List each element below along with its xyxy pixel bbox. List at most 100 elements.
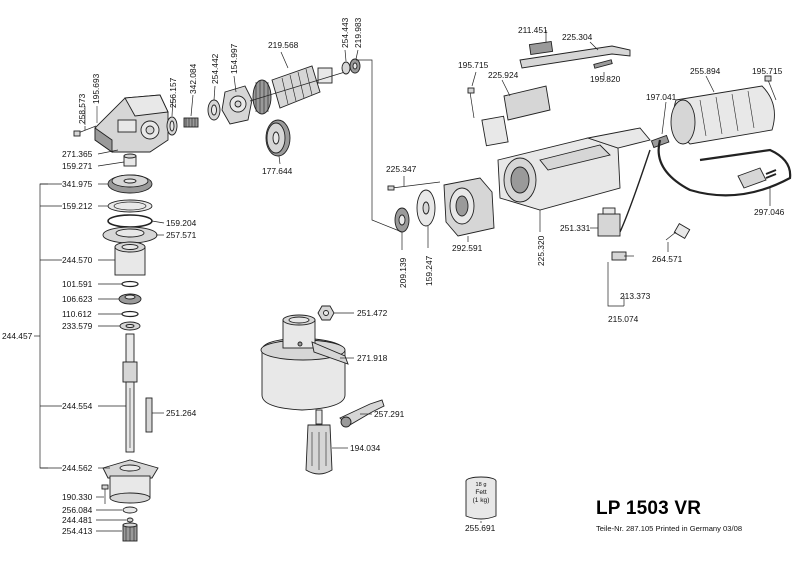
label-264571: 264.571 bbox=[652, 254, 683, 264]
key-251264 bbox=[145, 397, 153, 433]
label-159271: 159.271 bbox=[62, 161, 93, 171]
spindle-244554 bbox=[122, 333, 138, 453]
document-subtitle: Teile-Nr. 287.105 Printed in Germany 03/… bbox=[596, 524, 743, 533]
nut-244481 bbox=[126, 517, 134, 523]
grease-tin-label: 18 g Fett (1 kg) bbox=[462, 478, 500, 505]
label-341975: 341.975 bbox=[62, 179, 93, 189]
o-ring-159204 bbox=[107, 214, 153, 228]
wheel-guard-271918 bbox=[260, 314, 349, 411]
label-215074: 215.074 bbox=[608, 314, 639, 324]
washer-159247 bbox=[416, 189, 436, 227]
bearing-254443 bbox=[341, 61, 351, 75]
switch-cover-225924 bbox=[481, 85, 551, 147]
label-255691: 255.691 bbox=[465, 523, 496, 533]
label-195715a: 195.715 bbox=[458, 60, 489, 70]
gear-177644 bbox=[265, 119, 291, 157]
suppressor-264571 bbox=[665, 223, 691, 241]
label-225924: 225.924 bbox=[488, 70, 519, 80]
title-block: LP 1503 VR Teile-Nr. 287.105 Printed in … bbox=[596, 498, 806, 533]
label-154997: 154.997 bbox=[229, 43, 239, 74]
label-211451: 211.451 bbox=[518, 25, 548, 35]
side-handle-194034 bbox=[305, 409, 333, 475]
sleeve-159271 bbox=[123, 153, 137, 167]
label-159247: 159.247 bbox=[424, 255, 434, 286]
pinion-342084 bbox=[183, 117, 199, 128]
flange-257571 bbox=[102, 226, 158, 244]
label-244481: 244.481 bbox=[62, 515, 93, 525]
label-251331: 251.331 bbox=[560, 223, 591, 233]
bearing-106623 bbox=[118, 293, 142, 305]
ring-256157 bbox=[166, 116, 178, 136]
label-177644: 177.644 bbox=[262, 166, 293, 176]
base-plate-244562 bbox=[102, 459, 159, 504]
motor-housing-225320 bbox=[497, 127, 651, 211]
seal-159212 bbox=[107, 199, 153, 213]
motor-cover-255894 bbox=[670, 85, 775, 145]
label-195715b: 195.715 bbox=[752, 66, 783, 76]
label-258573: 258.573 bbox=[77, 93, 87, 124]
label-101591: 101.591 bbox=[62, 279, 93, 289]
nut-251472 bbox=[317, 305, 335, 321]
screw-258573 bbox=[73, 125, 97, 137]
screw-225347 bbox=[387, 181, 441, 191]
label-219568: 219.568 bbox=[268, 40, 299, 50]
label-225304: 225.304 bbox=[562, 32, 593, 42]
washer-256084 bbox=[122, 506, 138, 514]
label-110612: 110.612 bbox=[62, 309, 92, 319]
label-255894: 255.894 bbox=[690, 66, 721, 76]
bearing-254442 bbox=[207, 99, 221, 121]
grease-tin bbox=[465, 476, 497, 520]
bushing-244570 bbox=[114, 241, 146, 276]
screw-190330 bbox=[101, 484, 109, 504]
label-209139: 209.139 bbox=[398, 257, 408, 288]
label-194034: 194.034 bbox=[350, 443, 381, 453]
label-225320: 225.320 bbox=[536, 235, 546, 266]
lever-257291 bbox=[339, 399, 385, 428]
screw-195715a bbox=[467, 87, 475, 119]
gear-head-housing bbox=[94, 94, 169, 153]
ring-110612 bbox=[121, 310, 139, 318]
label-271918: 271.918 bbox=[357, 353, 388, 363]
bearing-plate-154997 bbox=[221, 85, 253, 125]
label-256084: 256.084 bbox=[62, 505, 93, 515]
tin-qty: (1 kg) bbox=[472, 497, 490, 504]
label-256157: 256.157 bbox=[168, 77, 178, 108]
label-213373: 213.373 bbox=[620, 291, 651, 301]
cable-297046 bbox=[657, 139, 792, 197]
label-219983: 219.983 bbox=[353, 17, 363, 48]
label-244562: 244.562 bbox=[62, 463, 93, 473]
switch-slide-211451 bbox=[528, 41, 554, 55]
label-159212: 159.212 bbox=[62, 201, 93, 211]
switch-rod-225304 bbox=[519, 45, 631, 69]
label-106623: 106.623 bbox=[62, 294, 93, 304]
bearing-209139 bbox=[394, 207, 410, 233]
label-297046: 297.046 bbox=[754, 207, 785, 217]
label-254443: 254.443 bbox=[340, 17, 350, 48]
cable-clamp-213373 bbox=[611, 251, 634, 261]
part-labels: 258.573 195.693 256.157 342.084 254.442 … bbox=[2, 17, 785, 536]
label-197041: 197.041 bbox=[646, 92, 677, 102]
pin-195820 bbox=[593, 59, 613, 69]
label-257291: 257.291 bbox=[374, 409, 405, 419]
label-257571: 257.571 bbox=[166, 230, 197, 240]
tin-name: Fett bbox=[475, 489, 487, 496]
label-195693: 195.693 bbox=[91, 73, 101, 104]
label-190330: 190.330 bbox=[62, 492, 93, 502]
knob-254413 bbox=[122, 522, 138, 542]
label-244554: 244.554 bbox=[62, 401, 93, 411]
model-title: LP 1503 VR bbox=[596, 498, 702, 519]
label-195820: 195.820 bbox=[590, 74, 621, 84]
label-244457: 244.457 bbox=[2, 331, 33, 341]
screw-195715b bbox=[764, 75, 777, 101]
ring-101591 bbox=[121, 280, 139, 288]
bevel-gear-341975 bbox=[107, 174, 153, 194]
label-244570: 244.570 bbox=[62, 255, 93, 265]
label-254413: 254.413 bbox=[62, 526, 93, 536]
label-254442: 254.442 bbox=[210, 53, 220, 84]
label-271365: 271.365 bbox=[62, 149, 93, 159]
label-292591: 292.591 bbox=[452, 243, 483, 253]
washer-233579 bbox=[119, 321, 141, 331]
label-251264: 251.264 bbox=[166, 408, 197, 418]
switch-251331 bbox=[597, 207, 621, 237]
label-251472: 251.472 bbox=[357, 308, 388, 318]
